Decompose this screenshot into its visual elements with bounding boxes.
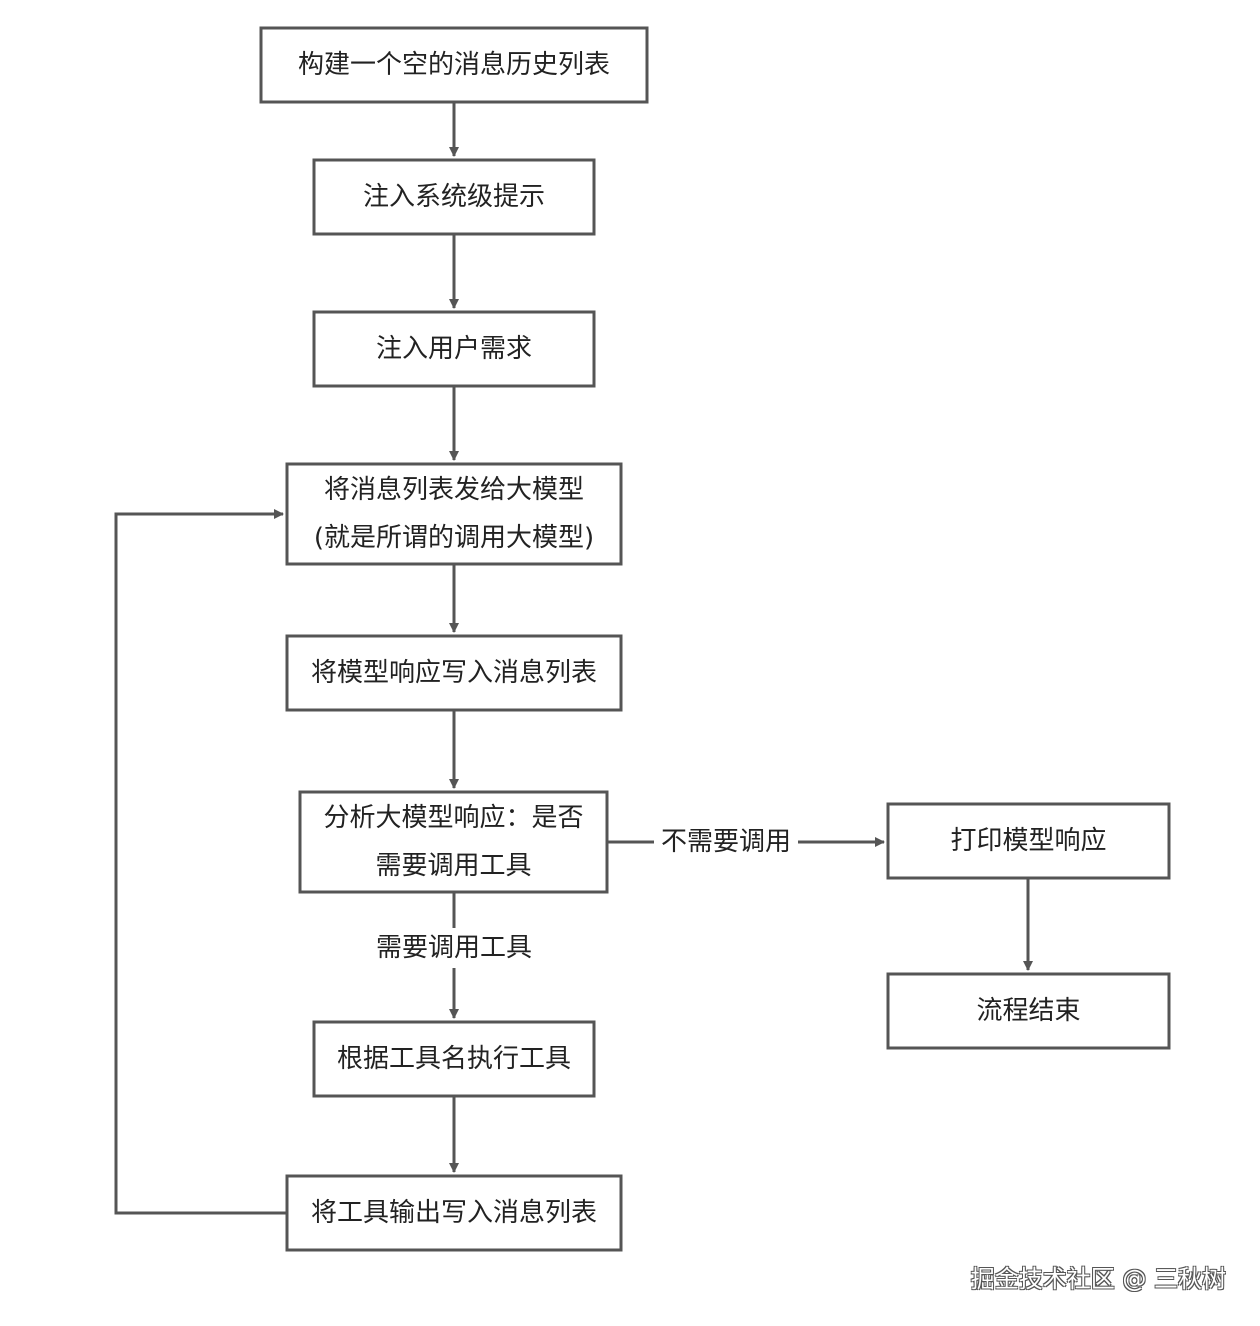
flow-node-label: (就是所谓的调用大模型) xyxy=(314,523,594,553)
flow-node-label: 注入系统级提示 xyxy=(363,182,545,212)
flow-node-box xyxy=(285,634,623,712)
flow-node-label: 根据工具名执行工具 xyxy=(337,1044,571,1074)
flow-node-box xyxy=(259,26,649,104)
flow-node-n5: 将模型响应写入消息列表 xyxy=(285,634,623,712)
flow-edge-n8-n4 xyxy=(114,509,287,1215)
flow-node-box xyxy=(285,1174,623,1252)
flow-node-box xyxy=(312,310,596,388)
flow-node-label: 流程结束 xyxy=(976,996,1080,1026)
flow-node-label: 需要调用工具 xyxy=(375,851,531,881)
flow-node-n3: 注入用户需求 xyxy=(312,310,596,388)
flow-node-box xyxy=(886,802,1171,880)
flow-node-label: 注入用户需求 xyxy=(376,334,532,364)
watermark: 掘金技术社区 @ 三秋树 xyxy=(970,1265,1226,1293)
flow-node-n1: 构建一个空的消息历史列表 xyxy=(259,26,649,104)
flow-node-n2: 注入系统级提示 xyxy=(312,158,596,236)
edge-label-background xyxy=(654,822,798,862)
flow-node-label: 构建一个空的消息历史列表 xyxy=(298,50,610,80)
flow-node-n10: 流程结束 xyxy=(886,972,1171,1050)
flow-node-n7: 根据工具名执行工具 xyxy=(312,1020,596,1098)
flow-node-label: 打印模型响应 xyxy=(950,826,1106,856)
flow-node-label: 分析大模型响应：是否 xyxy=(323,803,583,833)
flow-node-label: 将工具输出写入消息列表 xyxy=(311,1198,597,1228)
edges-layer: 需要调用工具 不需要调用 xyxy=(114,102,1033,1215)
flow-node-box xyxy=(312,158,596,236)
flow-node-label: 将消息列表发给大模型 xyxy=(324,475,584,505)
edge-label: 需要调用工具 xyxy=(376,933,532,963)
edge-label-background xyxy=(366,928,542,968)
flow-node-box xyxy=(285,462,623,566)
flow-node-n8: 将工具输出写入消息列表 xyxy=(285,1174,623,1252)
flow-node-box xyxy=(312,1020,596,1098)
flow-node-label: 将模型响应写入消息列表 xyxy=(311,658,597,688)
flow-node-box xyxy=(298,790,609,894)
flow-node-n9: 打印模型响应 xyxy=(886,802,1171,880)
flow-node-n4: 将消息列表发给大模型 (就是所谓的调用大模型) xyxy=(285,462,623,566)
edge-label: 不需要调用 xyxy=(661,827,791,857)
flow-node-box xyxy=(886,972,1171,1050)
